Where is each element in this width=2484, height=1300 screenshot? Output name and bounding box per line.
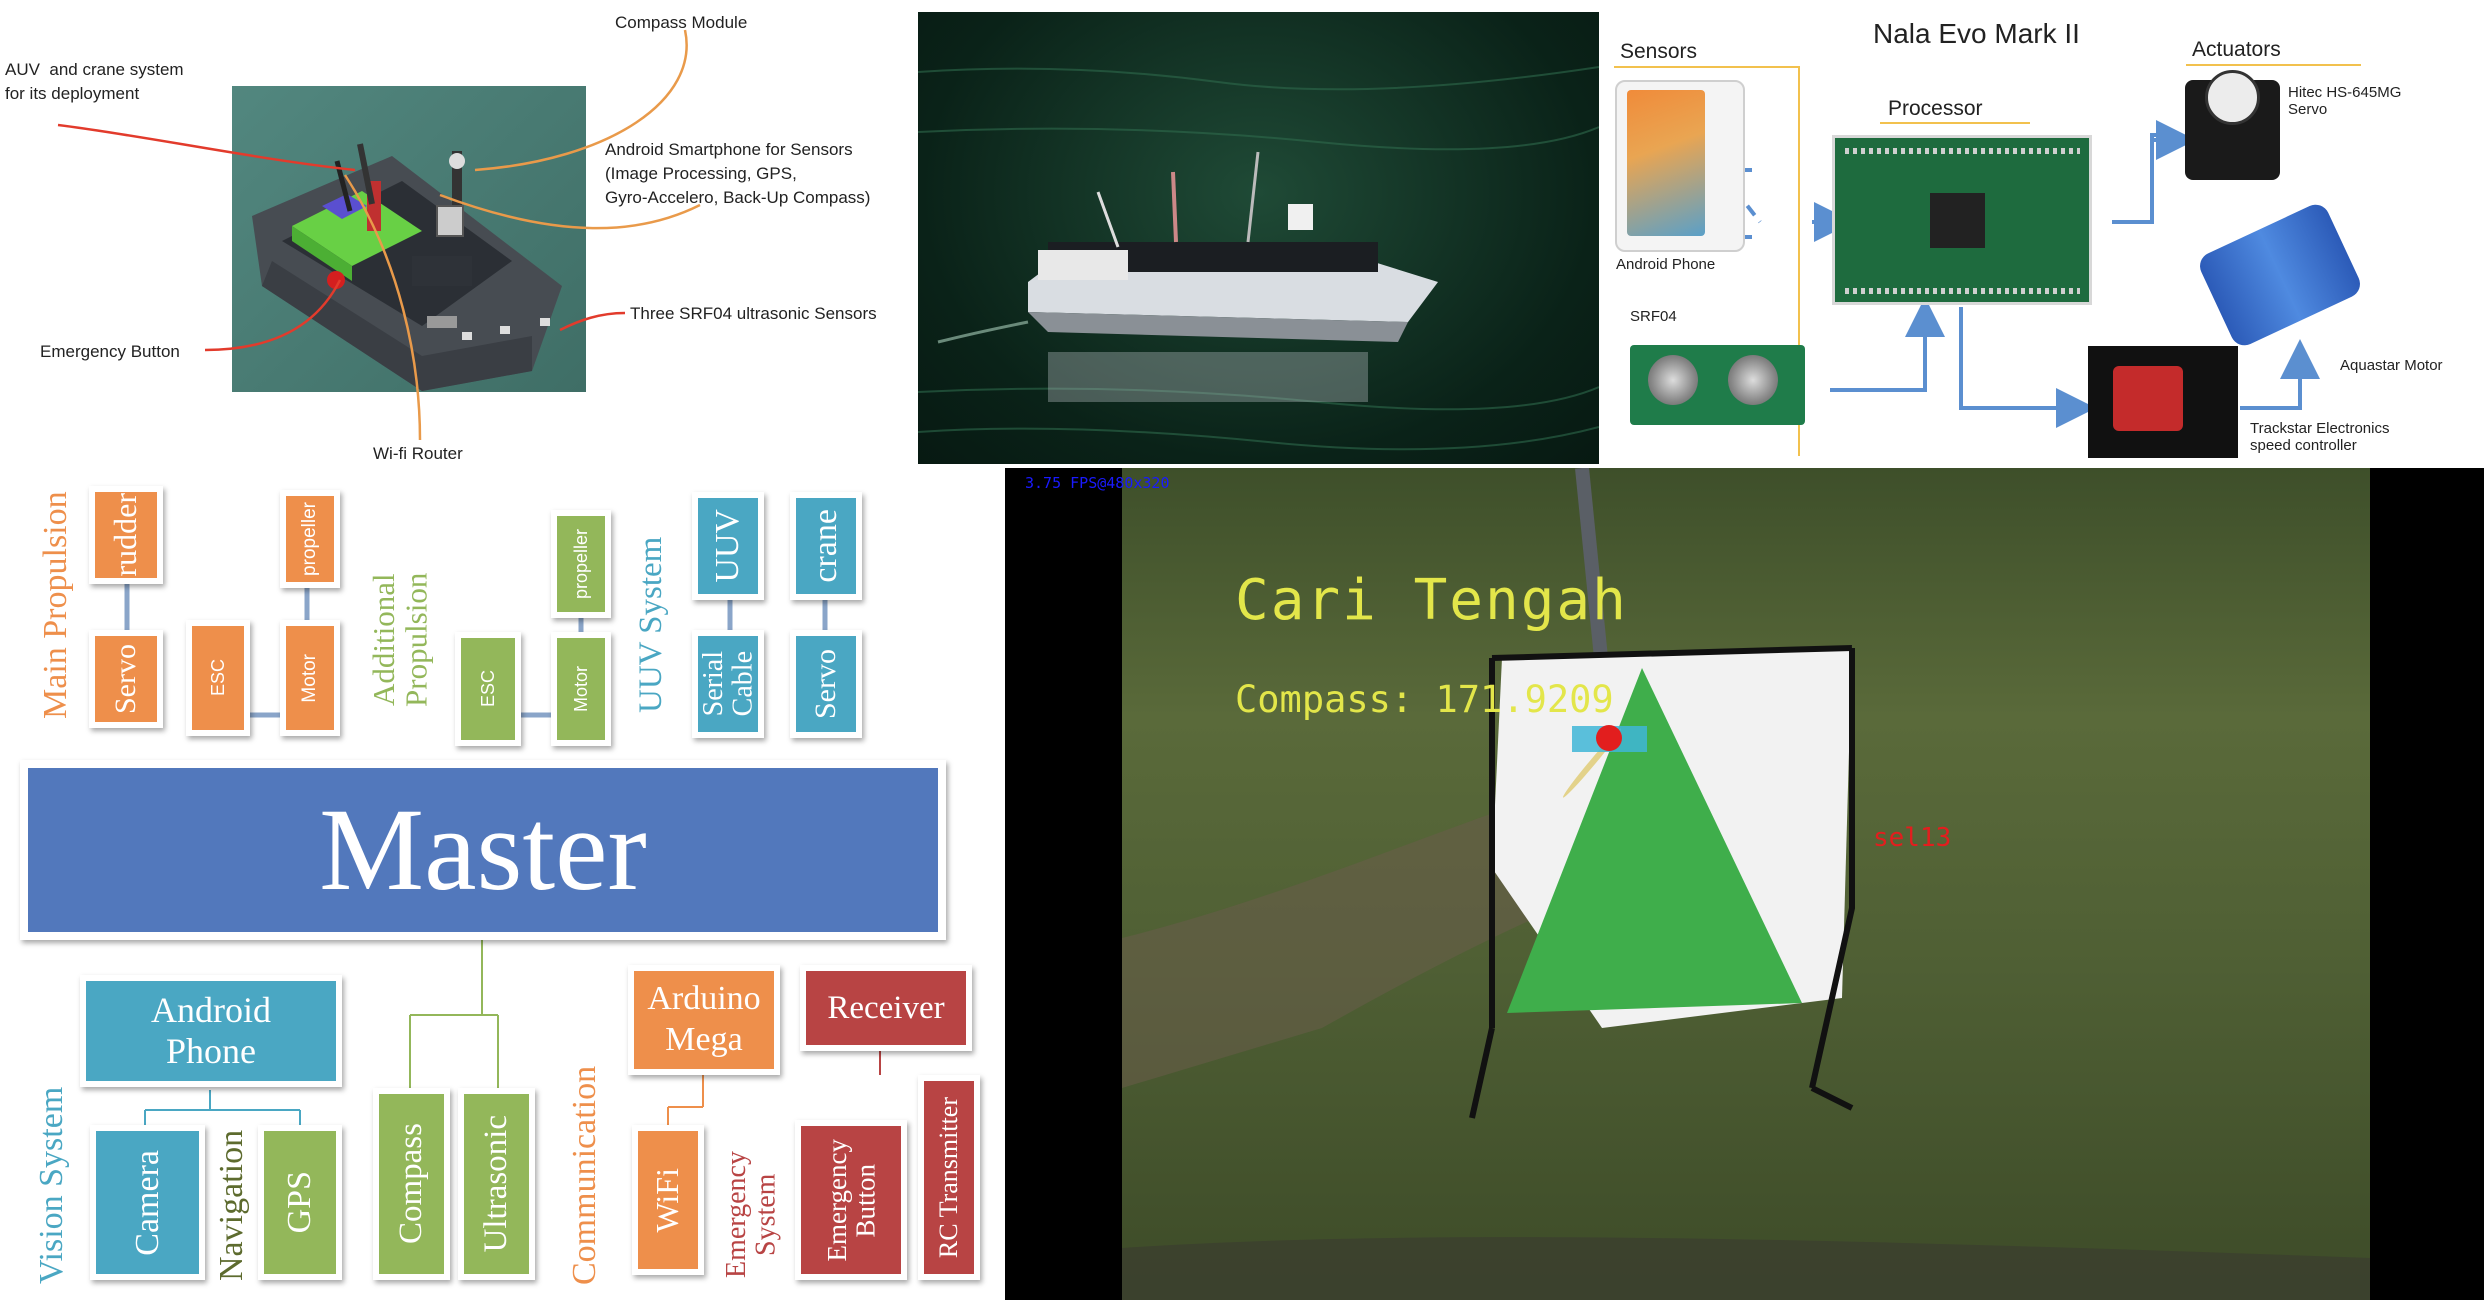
esc-image — [2088, 346, 2238, 458]
compass-module-label: Compass Module — [615, 13, 748, 32]
emergency-system-title: Emergency System — [721, 1151, 782, 1279]
servo-caption: Hitec HS-645MG Servo — [2288, 84, 2402, 118]
receiver-node: Receiver — [800, 965, 972, 1051]
servo-uuv-node: Servo — [790, 630, 862, 738]
compass-overlay-text: Compass: 171.9209 — [1235, 678, 1614, 721]
arduino-mega-node: Arduino Mega — [628, 965, 780, 1075]
model-panel: AUV and crane system for its deployment … — [0, 0, 915, 470]
callout-lines — [57, 29, 701, 441]
android-phone-caption: Android Phone — [1616, 256, 1716, 273]
camera-frame — [1122, 468, 2370, 1300]
target-label: sel13 — [1873, 823, 1952, 853]
additional-propulsion-title: Additional Propulsion — [366, 572, 434, 708]
wifi-node: WiFi — [632, 1125, 704, 1275]
crane-node: crane — [790, 492, 862, 600]
auv-label: AUV and crane system for its deployment — [5, 60, 184, 103]
android-phone-node: Android Phone — [80, 975, 342, 1087]
propeller-add-node: propeller — [551, 510, 611, 618]
mode-overlay-text: Cari Tengah — [1235, 568, 1628, 633]
processor-board-image — [1832, 135, 2092, 305]
motor-main-node: Motor — [280, 620, 340, 736]
servo-main-node: Servo — [89, 630, 163, 728]
processor-header-line — [1880, 122, 2030, 124]
esc-add-node: ESC — [455, 632, 521, 746]
gps-node: GPS — [258, 1125, 342, 1280]
emergency-button-node: Emergency Button — [795, 1120, 907, 1280]
rc-transmitter-node: RC Transmitter — [918, 1075, 980, 1280]
emergency-button-label: Emergency Button — [40, 342, 180, 361]
rudder-node: rudder — [89, 486, 163, 584]
processor-header: Processor — [1888, 97, 1983, 120]
actuators-header: Actuators — [2192, 38, 2281, 61]
compass-node: Compass — [373, 1088, 450, 1280]
android-smartphone-label: Android Smartphone for Sensors (Image Pr… — [605, 140, 871, 207]
actuators-header-line — [2186, 64, 2361, 66]
android-phone-image — [1615, 80, 1745, 252]
camera-view: 3.75 FPS@480x320 Cari Tengah Compass: 17… — [1005, 468, 2484, 1300]
boat-model-image — [252, 143, 562, 391]
main-propulsion-title: Main Propulsion — [37, 491, 74, 719]
uuv-system-title: UUV System — [633, 536, 669, 714]
motor-caption: Aquastar Motor — [2340, 357, 2443, 374]
propeller-main-node: propeller — [280, 490, 340, 588]
serial-cable-node: Serial Cable — [692, 630, 764, 738]
vertical-line-left — [1798, 66, 1800, 456]
srf04-image — [1630, 345, 1805, 425]
master-node: Master — [20, 760, 946, 940]
camera-node: Camera — [90, 1125, 205, 1280]
navigation-title: Navigation — [213, 1129, 250, 1281]
uuv-node: UUV — [692, 492, 764, 600]
esc-main-node: ESC — [186, 620, 250, 736]
wifi-router-label: Wi-fi Router — [373, 444, 463, 463]
boat-photo — [918, 12, 1599, 464]
architecture-panel: Main Propulsion Additional Propulsion UU… — [0, 470, 1005, 1300]
servo-image — [2185, 70, 2280, 180]
grass-field-image — [1122, 468, 2370, 1300]
sensors-header: Sensors — [1620, 40, 1698, 63]
hardware-title: Nala Evo Mark II — [1873, 18, 2080, 49]
motor-add-node: Motor — [551, 632, 611, 746]
ultrasonic-sensors-label: Three SRF04 ultrasonic Sensors — [630, 304, 877, 323]
communication-title: Communication — [566, 1065, 603, 1285]
boat-photo-image — [918, 66, 1599, 451]
fps-readout: 3.75 FPS@480x320 — [1025, 474, 1170, 492]
vision-system-title: Vision System — [33, 1086, 70, 1284]
sensors-header-line — [1614, 66, 1799, 68]
srf04-caption: SRF04 — [1630, 308, 1677, 325]
hardware-panel: Nala Evo Mark II Sensors Processor Actua… — [1600, 0, 2484, 470]
ultrasonic-node: Ultrasonic — [458, 1088, 535, 1280]
esc-caption: Trackstar Electronics speed controller — [2250, 420, 2390, 454]
model-render — [232, 86, 586, 392]
